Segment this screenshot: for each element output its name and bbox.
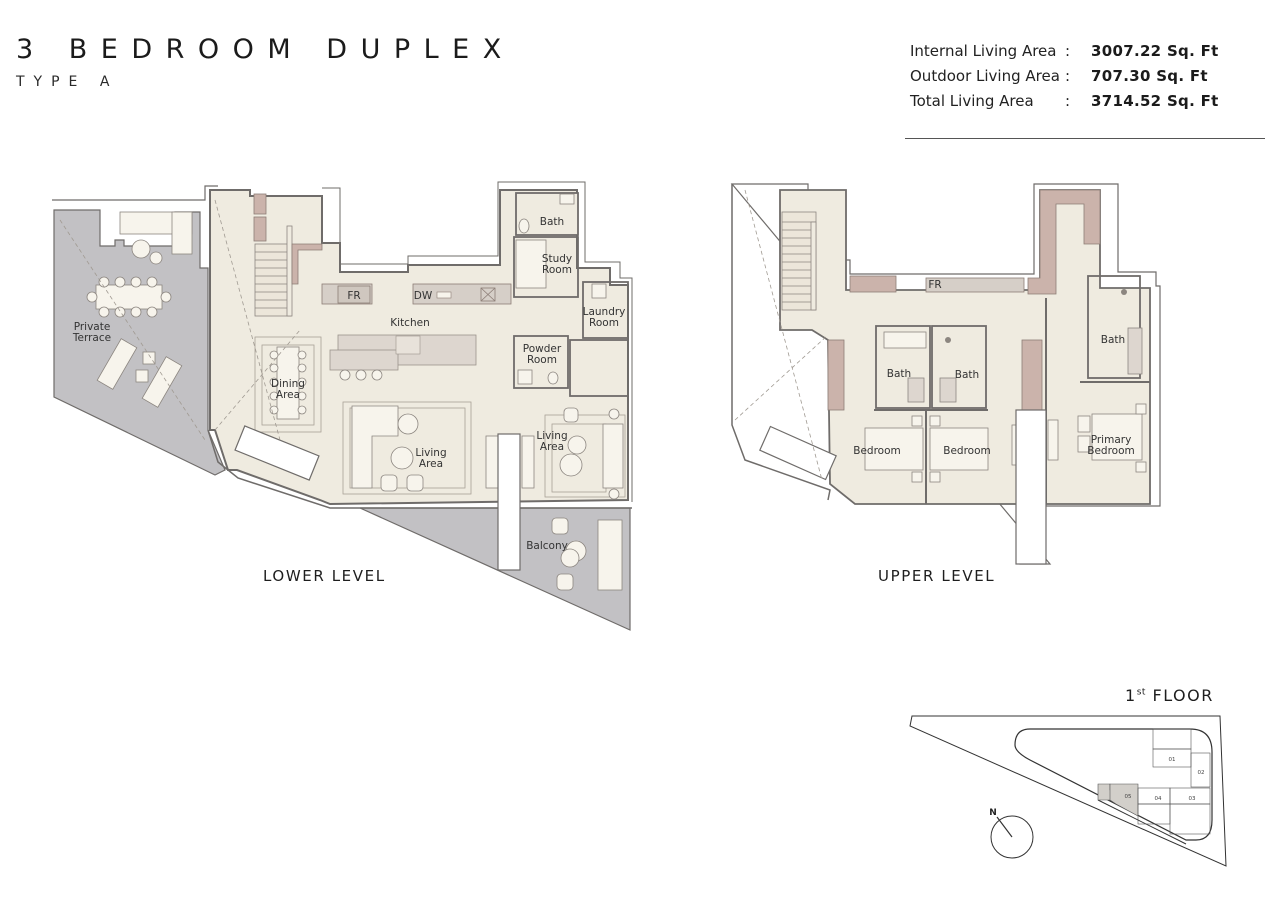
planter-box	[234, 425, 320, 481]
unit-05-highlight	[1109, 783, 1139, 817]
unit-01-label: 01	[1169, 757, 1176, 763]
upper-void-edge	[731, 184, 831, 501]
label-bath: Bath	[540, 216, 564, 228]
label-upper-bath-1: Bath	[887, 368, 911, 380]
area-row-internal: Internal Living Area : 3007.22 Sq. Ft	[910, 38, 1219, 63]
unit-04-label: 04	[1155, 796, 1162, 802]
area-label: Total Living Area	[910, 91, 1034, 110]
outer-shell	[322, 181, 633, 502]
label-fridge: FR	[347, 290, 360, 302]
study-room	[513, 236, 579, 298]
balcony-floor	[359, 507, 631, 631]
terrace-dining-table	[95, 284, 163, 310]
dining-rug	[254, 336, 322, 433]
floor-suffix: st	[1136, 687, 1146, 698]
label-dishwasher: DW	[414, 290, 433, 302]
upper-staircase	[781, 211, 817, 311]
floor-word: FLOOR	[1152, 686, 1214, 705]
area-row-total: Total Living Area : 3714.52 Sq. Ft	[910, 88, 1219, 113]
compass-north-label: N	[989, 808, 997, 818]
upper-structural-fin	[1015, 409, 1047, 565]
structural-fin	[497, 433, 521, 571]
upper-level-label: UPPER LEVEL	[878, 567, 996, 585]
area-label: Internal Living Area	[910, 41, 1057, 60]
unit-02-label: 02	[1198, 770, 1205, 776]
side-sofa	[602, 423, 624, 489]
key-plan-floor-label: 1st FLOOR	[1125, 686, 1214, 705]
label-primary-bath: Bath	[1101, 334, 1125, 346]
sun-loungers	[96, 338, 183, 408]
study-bed	[515, 239, 547, 289]
living-rug	[342, 401, 472, 495]
area-colon: :	[1065, 41, 1071, 60]
divider-rule	[905, 138, 1265, 139]
powder-room	[513, 335, 569, 389]
area-colon: :	[1065, 91, 1071, 110]
upper-bath-2	[931, 325, 987, 409]
label-bedroom-1: Bedroom	[853, 445, 901, 457]
beds	[864, 403, 1147, 483]
terrace-parapet	[52, 185, 218, 201]
laundry-room	[582, 281, 629, 339]
area-value: 707.30 Sq. Ft	[1091, 66, 1208, 85]
area-value: 3007.22 Sq. Ft	[1091, 41, 1219, 60]
area-value: 3714.52 Sq. Ft	[1091, 91, 1219, 110]
label-kitchen: Kitchen	[390, 317, 429, 329]
lower-level-label: LOWER LEVEL	[263, 567, 386, 585]
north-arrow-icon	[996, 816, 1013, 838]
area-summary: Internal Living Area : 3007.22 Sq. Ft Ou…	[910, 38, 1219, 113]
label-bedroom-2: Bedroom	[943, 445, 991, 457]
lower-staircase	[254, 225, 293, 317]
unit-05-label: 05	[1125, 794, 1132, 800]
primary-bath	[1087, 275, 1141, 379]
page-title: 3 BEDROOM DUPLEX	[16, 34, 515, 65]
sectional-sofa	[351, 405, 399, 489]
walk-in-closet	[1027, 189, 1101, 295]
upper-planter	[759, 425, 837, 481]
floor-number: 1	[1125, 686, 1137, 705]
upper-level-plan: FR Bath Bath Bath Bedroom Bedroom Primar…	[730, 183, 1161, 565]
area-label: Outdoor Living Area	[910, 66, 1060, 85]
key-plan: 01 02 03 04 05 N	[909, 715, 1227, 867]
label-balcony: Balcony	[526, 540, 568, 552]
unit-03-label: 03	[1189, 796, 1196, 802]
facade-glazing	[207, 429, 632, 509]
balcony-sofa	[597, 519, 623, 591]
label-upper-bath-2: Bath	[955, 369, 979, 381]
area-colon: :	[1065, 66, 1071, 85]
unit-type: TYPE A	[16, 74, 119, 90]
compass-icon	[990, 815, 1034, 859]
label-upper-fridge: FR	[928, 279, 941, 291]
upper-bath-1	[875, 325, 931, 409]
upper-pantry	[925, 277, 1025, 293]
area-row-outdoor: Outdoor Living Area : 707.30 Sq. Ft	[910, 63, 1219, 88]
